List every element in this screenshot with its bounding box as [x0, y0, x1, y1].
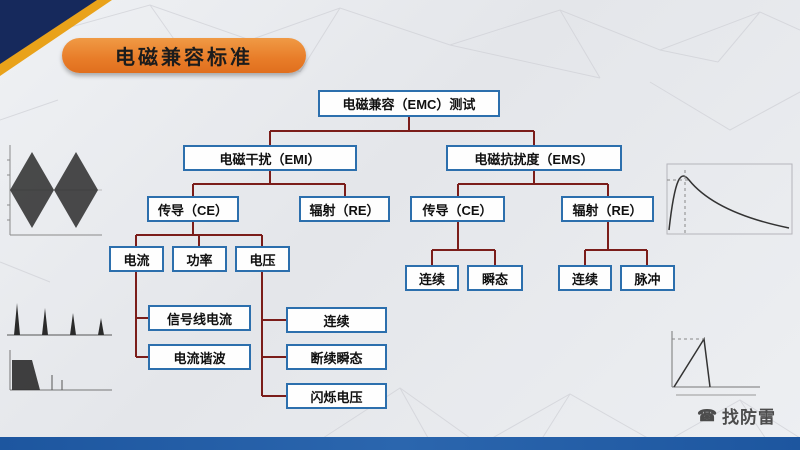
footer-bar	[0, 437, 800, 450]
node-emi-conducted: 传导（CE）	[147, 196, 239, 222]
node-ems-ce-continuous: 连续	[405, 265, 459, 291]
node-emi: 电磁干扰（EMI）	[183, 145, 357, 171]
node-ems-conducted: 传导（CE）	[410, 196, 505, 222]
node-voltage-flicker: 闪烁电压	[286, 383, 387, 409]
node-signal-line-current: 信号线电流	[148, 305, 251, 331]
slide-title: 电磁兼容标准	[115, 47, 253, 69]
phone-icon: ☎	[697, 407, 718, 425]
node-voltage-discontinuous-transient: 断续瞬态	[286, 344, 387, 370]
node-current: 电流	[109, 246, 164, 272]
title-badge: 电磁兼容标准	[62, 38, 306, 73]
node-power: 功率	[172, 246, 227, 272]
node-emc-test: 电磁兼容（EMC）测试	[318, 90, 500, 117]
node-ems-ce-transient: 瞬态	[467, 265, 523, 291]
node-ems-re-continuous: 连续	[558, 265, 612, 291]
node-voltage: 电压	[235, 246, 290, 272]
node-ems-re-pulse: 脉冲	[620, 265, 675, 291]
node-voltage-continuous: 连续	[286, 307, 387, 333]
footer-logo-text: 找防雷	[722, 408, 776, 427]
node-emi-radiated: 辐射（RE）	[299, 196, 390, 222]
footer-logo: ☎ 找防雷	[697, 403, 776, 428]
node-current-harmonic: 电流谐波	[148, 344, 251, 370]
node-ems-radiated: 辐射（RE）	[561, 196, 654, 222]
node-ems: 电磁抗扰度（EMS）	[446, 145, 622, 171]
